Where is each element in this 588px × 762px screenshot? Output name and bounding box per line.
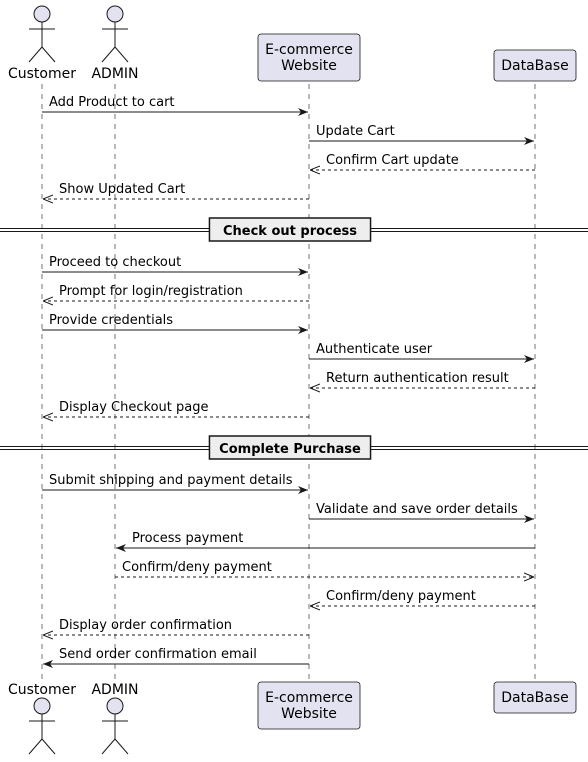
actor-leg-right — [41, 46, 56, 63]
message-label: Prompt for login/registration — [59, 284, 243, 299]
message-label: Display Checkout page — [59, 400, 208, 415]
participant-admin-bottom: ADMIN — [91, 682, 139, 755]
actor-leg-right — [114, 46, 129, 63]
message-label: Confirm/deny payment — [122, 560, 272, 575]
message-arrow: Proceed to checkout — [42, 255, 308, 276]
message-arrow: Authenticate user — [309, 342, 534, 363]
actor-leg-left — [28, 738, 43, 755]
message-arrow: Confirm Cart update — [310, 153, 535, 170]
section-divider: Complete Purchase — [0, 435, 588, 460]
message-arrow: Add Product to cart — [42, 95, 308, 116]
message-label: Submit shipping and payment details — [49, 473, 293, 488]
message-label: Proceed to checkout — [49, 255, 181, 270]
message-label: Process payment — [132, 531, 243, 546]
actor-leg-left — [101, 46, 116, 63]
message-arrow: Provide credentials — [42, 313, 308, 334]
message-arrow: Display order confirmation — [43, 618, 309, 635]
participant-label: Customer — [8, 682, 76, 698]
participant-admin-top: ADMIN — [91, 5, 139, 82]
actor-head-icon — [106, 5, 124, 23]
message-label: Authenticate user — [316, 342, 433, 357]
participant-box — [493, 49, 577, 82]
participant-box — [257, 33, 361, 82]
participant-label: E-commerce — [265, 42, 353, 58]
message-label: Validate and save order details — [316, 502, 518, 517]
participant-label: ADMIN — [91, 682, 138, 698]
participant-db-bottom: DataBase — [493, 681, 577, 714]
message-label: Update Cart — [316, 124, 395, 139]
message-arrow: Update Cart — [309, 124, 534, 145]
message-arrow: Validate and save order details — [309, 502, 534, 523]
message-label: Confirm Cart update — [326, 153, 459, 168]
participant-label: Website — [281, 58, 337, 74]
participant-customer-bottom: Customer — [8, 682, 76, 755]
actor-head-icon — [33, 697, 51, 715]
message-label: Confirm/deny payment — [326, 589, 476, 604]
section-divider: Check out process — [0, 217, 588, 242]
message-label: Show Updated Cart — [59, 182, 185, 197]
message-arrow: Return authentication result — [310, 371, 535, 388]
divider-box — [208, 217, 372, 242]
participant-box — [257, 681, 361, 730]
participant-label: E-commerce — [265, 690, 353, 706]
message-arrow: Submit shipping and payment details — [42, 473, 308, 494]
message-arrow: Show Updated Cart — [43, 182, 309, 199]
participant-label: DataBase — [501, 690, 569, 706]
divider-label: Complete Purchase — [219, 442, 361, 457]
actor-leg-left — [28, 46, 43, 63]
participant-label: DataBase — [501, 58, 569, 74]
message-arrow: Confirm/deny payment — [310, 589, 535, 606]
message-arrow: Prompt for login/registration — [43, 284, 309, 301]
actor-leg-left — [101, 738, 116, 755]
participant-customer-top: Customer — [8, 5, 76, 82]
message-arrow: Process payment — [116, 531, 535, 552]
message-arrow: Send order confirmation email — [43, 647, 309, 668]
message-arrow: Confirm/deny payment — [115, 560, 534, 577]
actor-leg-right — [41, 738, 56, 755]
participant-label: Customer — [8, 66, 76, 82]
participant-db-top: DataBase — [493, 49, 577, 82]
actor-leg-right — [114, 738, 129, 755]
divider-box — [208, 435, 372, 460]
participant-label: Website — [281, 706, 337, 722]
divider-label: Check out process — [223, 224, 357, 239]
message-label: Provide credentials — [49, 313, 173, 328]
message-label: Return authentication result — [326, 371, 509, 386]
participant-box — [493, 681, 577, 714]
participant-label: ADMIN — [91, 66, 138, 82]
message-arrow: Display Checkout page — [43, 400, 309, 417]
actor-head-icon — [106, 697, 124, 715]
message-label: Add Product to cart — [49, 95, 175, 110]
actor-head-icon — [33, 5, 51, 23]
message-label: Send order confirmation email — [59, 647, 257, 662]
message-label: Display order confirmation — [59, 618, 232, 633]
